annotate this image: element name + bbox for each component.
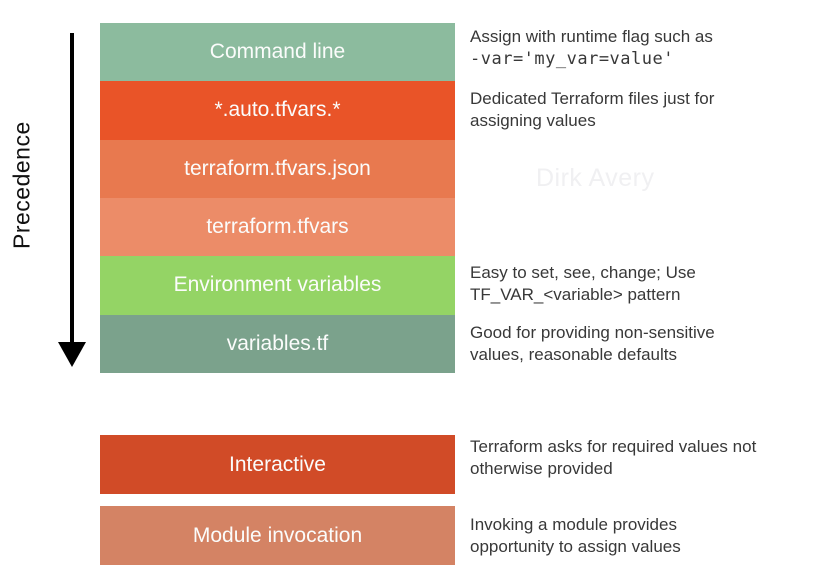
arrow-down-icon [58,342,86,367]
desc-command-line-text: Assign with runtime flag such as [470,27,713,46]
box-command-line: Command line [100,23,455,82]
box-environment-variables: Environment variables [100,256,455,315]
precedence-arrow-shaft [70,33,74,342]
desc-auto-tfvars-line1: Dedicated Terraform files just for [470,89,715,108]
desc-command-line: Assign with runtime flag such as -var='m… [470,26,826,70]
desc-interactive-line2: otherwise provided [470,459,613,478]
desc-variables-tf-line1: Good for providing non-sensitive [470,323,715,342]
precedence-axis-label: Precedence [8,121,35,249]
box-module-invocation: Module invocation [100,506,455,565]
desc-interactive-line1: Terraform asks for required values not [470,437,757,456]
watermark: Dirk Avery [536,164,655,192]
desc-environment-variables: Easy to set, see, change; Use TF_VAR_<va… [470,262,826,306]
box-interactive: Interactive [100,435,455,494]
desc-interactive: Terraform asks for required values not o… [470,436,826,480]
desc-variables-tf: Good for providing non-sensitive values,… [470,322,826,366]
desc-module-invocation: Invoking a module provides opportunity t… [470,514,826,558]
box-terraform-tfvars-json: terraform.tfvars.json [100,139,455,198]
desc-env-vars-line1: Easy to set, see, change; Use [470,263,696,282]
desc-auto-tfvars-line2: assigning values [470,111,596,130]
desc-module-invocation-line2: opportunity to assign values [470,537,681,556]
desc-module-invocation-line1: Invoking a module provides [470,515,677,534]
box-auto-tfvars: *.auto.tfvars.* [100,81,455,140]
box-variables-tf: variables.tf [100,314,455,373]
desc-auto-tfvars: Dedicated Terraform files just for assig… [470,88,826,132]
desc-variables-tf-line2: values, reasonable defaults [470,345,677,364]
desc-command-line-code: -var='my_var=value' [470,49,674,69]
desc-env-vars-line2: TF_VAR_<variable> pattern [470,285,681,304]
box-terraform-tfvars: terraform.tfvars [100,198,455,257]
